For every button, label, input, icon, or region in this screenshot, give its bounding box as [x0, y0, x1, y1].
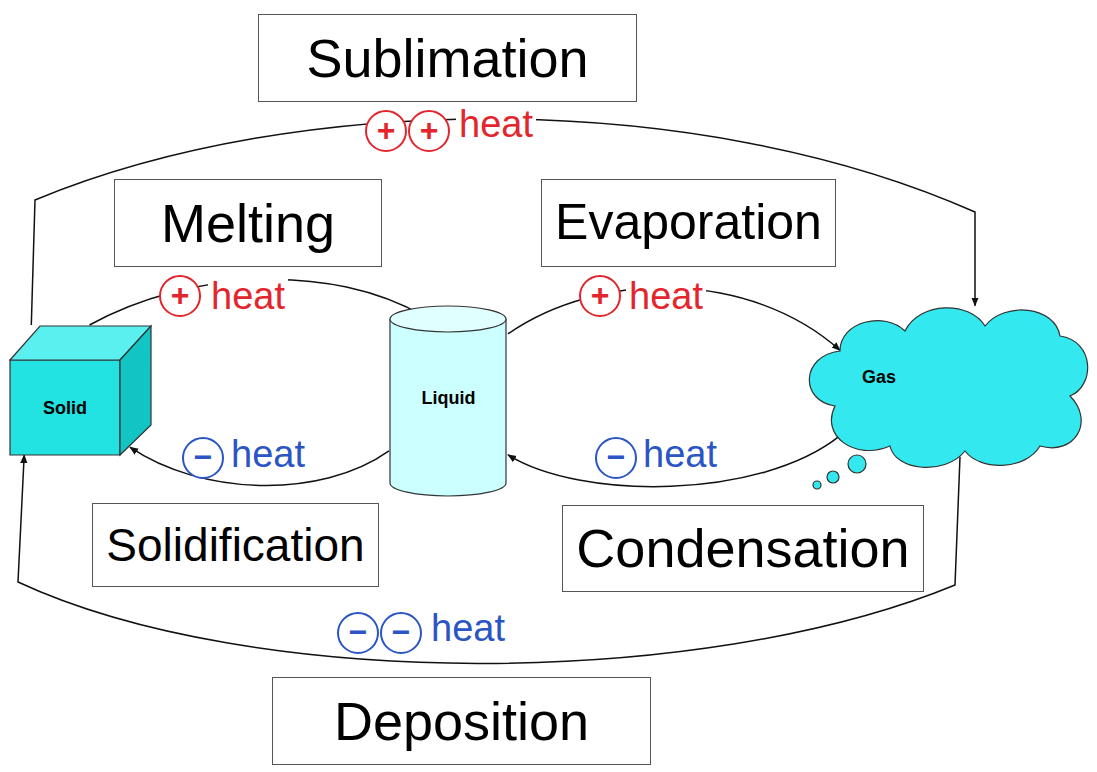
- sign-circle: −: [337, 612, 379, 654]
- solid-cube: Solid: [10, 325, 152, 455]
- sign-circle: −: [380, 612, 422, 654]
- process-name: Evaporation: [555, 194, 822, 252]
- process-name: Solidification: [106, 519, 364, 572]
- phase-name: Liquid: [389, 387, 508, 409]
- heat-note: heat: [456, 104, 536, 146]
- process-box: Deposition: [272, 677, 651, 765]
- phase-name: Gas: [839, 366, 919, 388]
- process-box: Melting: [114, 179, 382, 267]
- heat-label: heat: [640, 434, 720, 476]
- process-box: Sublimation: [258, 14, 637, 102]
- liquid-cylinder: Liquid: [389, 305, 508, 497]
- process-name: Deposition: [334, 690, 589, 752]
- heat-label: heat: [228, 434, 308, 476]
- heat-note: heat: [626, 276, 706, 318]
- sign-circle: +: [579, 275, 621, 317]
- gas-cloud: Gas: [795, 296, 1095, 490]
- process-name: Condensation: [576, 517, 909, 579]
- sign-text: −: [349, 616, 368, 648]
- heat-label: heat: [208, 276, 288, 318]
- phase-name: Solid: [10, 397, 120, 419]
- gas-cloud-outline: [795, 296, 1095, 490]
- process-box: Solidification: [92, 503, 379, 587]
- process-box: Condensation: [562, 505, 924, 592]
- process-box: Evaporation: [541, 179, 836, 267]
- sign-circle: +: [408, 110, 450, 152]
- sign-circle: +: [365, 110, 407, 152]
- heat-note: heat: [208, 276, 288, 318]
- sign-circle: +: [159, 275, 201, 317]
- process-name: Melting: [161, 192, 335, 254]
- phase-arrow: [31, 119, 975, 325]
- sign-text: −: [392, 616, 411, 648]
- sign-text: +: [420, 114, 439, 146]
- sign-circle: −: [182, 437, 224, 479]
- heat-label: heat: [428, 608, 508, 650]
- heat-note: heat: [428, 608, 508, 650]
- heat-note: heat: [228, 434, 308, 476]
- solid-cube-outline: [10, 325, 152, 455]
- sign-text: −: [607, 441, 626, 473]
- sign-text: +: [171, 279, 190, 311]
- heat-note: heat: [640, 434, 720, 476]
- sign-circle: −: [595, 437, 637, 479]
- process-name: Sublimation: [306, 27, 588, 89]
- sign-text: +: [377, 114, 396, 146]
- sign-text: −: [194, 441, 213, 473]
- heat-label: heat: [626, 276, 706, 318]
- heat-label: heat: [456, 104, 536, 146]
- sign-text: +: [591, 279, 610, 311]
